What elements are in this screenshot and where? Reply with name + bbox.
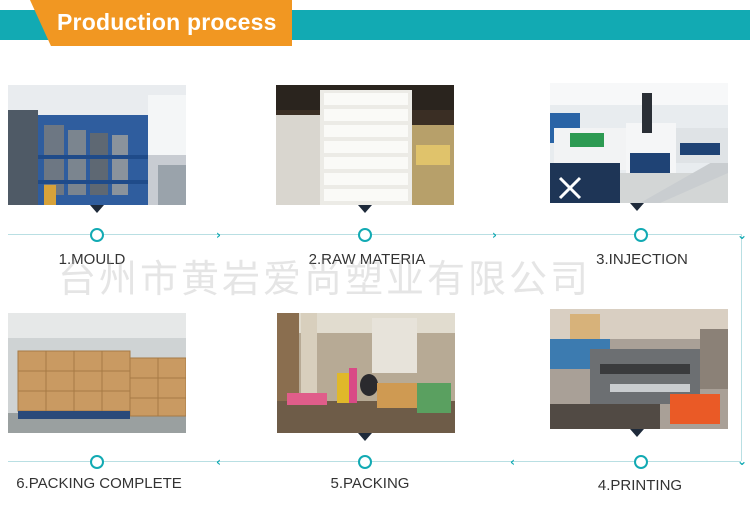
step-label-4: 4.PRINTING (597, 477, 683, 494)
photo-packing-complete (8, 313, 186, 433)
chevron-right-icon: › (492, 228, 497, 242)
chevron-left-icon: ‹ (216, 455, 221, 469)
timeline-line-top (8, 234, 741, 235)
timeline-node-6 (90, 455, 104, 469)
page-title: Production process (57, 9, 277, 35)
pointer-injection (630, 203, 644, 211)
timeline-node-5 (358, 455, 372, 469)
watermark: 台州市黄岩爱尚塑业有限公司 (58, 257, 592, 301)
step-label-2: 2.RAW MATERIA (308, 251, 426, 268)
pointer-packing (358, 433, 372, 441)
chevron-down-icon: ⌄ (737, 454, 748, 468)
photo-mould (8, 85, 186, 205)
photo-printing (550, 309, 728, 429)
chevron-down-icon: ⌄ (737, 228, 748, 242)
pointer-printing (630, 429, 644, 437)
step-label-3: 3.INJECTION (596, 251, 688, 268)
timeline-node-3 (634, 228, 648, 242)
photo-raw-material (276, 85, 454, 205)
step-label-6: 6.PACKING COMPLETE (16, 475, 182, 492)
timeline-node-4 (634, 455, 648, 469)
timeline-line-bottom (8, 461, 741, 462)
chevron-left-icon: ‹ (510, 455, 515, 469)
step-label-5: 5.PACKING (330, 475, 410, 492)
pointer-raw-material (358, 205, 372, 213)
photo-packing (277, 313, 455, 433)
timeline-node-2 (358, 228, 372, 242)
timeline-line-right (741, 234, 742, 461)
header-tab (30, 0, 292, 46)
photo-injection (550, 83, 728, 203)
step-label-1: 1.MOULD (58, 251, 126, 268)
pointer-mould (90, 205, 104, 213)
timeline-node-1 (90, 228, 104, 242)
chevron-right-icon: › (216, 228, 221, 242)
